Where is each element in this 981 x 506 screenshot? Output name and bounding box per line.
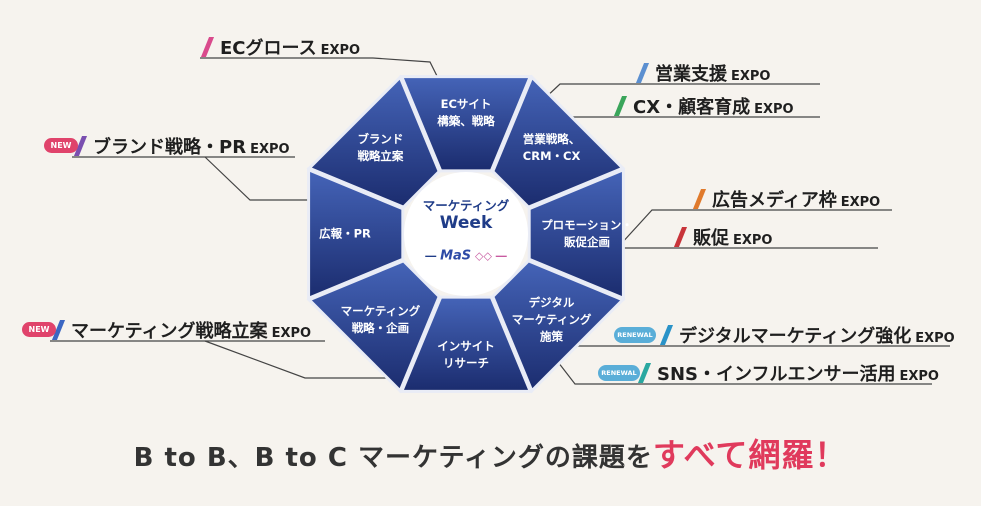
segment-label-ec-site: ECサイト 構築、戦略 xyxy=(437,97,495,128)
logo-text: MaS xyxy=(440,248,472,264)
segment-label-sales-crm: 営業戦略、 CRM・CX xyxy=(522,132,581,164)
segment-label-digital-marketing: デジタル マーケティング 施策 xyxy=(511,295,592,344)
expo-connector xyxy=(557,361,636,385)
segment-label-promotion: プロモーション・ 販促企画 xyxy=(541,218,633,249)
segment-pr xyxy=(307,167,405,301)
new-badge: NEW xyxy=(22,322,56,337)
expo-connector xyxy=(204,340,405,379)
center-circle xyxy=(404,172,528,296)
expo-suffix: EXPO xyxy=(250,142,290,157)
expo-suffix: EXPO xyxy=(271,326,312,341)
expo-label: 販促 EXPO xyxy=(673,224,773,250)
expo-suffix: EXPO xyxy=(754,102,794,117)
segment-ec-site xyxy=(399,75,533,173)
expo-name: デジタルマーケティング強化 xyxy=(679,326,912,347)
expo-name: ECグロース xyxy=(220,38,317,59)
expo-name: CX・顧客育成 xyxy=(633,97,751,118)
segment-marketing-strategy xyxy=(306,259,441,394)
segment-sales-crm xyxy=(491,74,626,209)
expo-name: ブランド戦略・PR xyxy=(93,137,247,158)
segment-label-marketing-strategy: マーケティング 戦略・企画 xyxy=(340,303,421,335)
center-title: マーケティング Week xyxy=(423,195,510,233)
expo-name: SNS・インフルエンサー活用 xyxy=(657,364,896,385)
octagon-wheel xyxy=(306,74,626,394)
renewal-badge: RENEWAL xyxy=(614,327,656,343)
mas-logo: ― MaS ◇◇ ― xyxy=(425,249,507,264)
expo-name: 営業支援 xyxy=(655,64,727,85)
segment-insight-research xyxy=(399,295,533,393)
footer-main-text: B to B、B to C マーケティングの課題を xyxy=(133,443,653,473)
expo-suffix: EXPO xyxy=(731,69,771,84)
logo-prefix: ― xyxy=(425,249,437,263)
footer-emphasis-text: すべて網羅！ xyxy=(652,436,848,474)
expo-name: 販促 xyxy=(693,228,729,249)
expo-name: 広告メディア枠 xyxy=(712,190,837,211)
segment-label-brand-strategy: ブランド 戦略立案 xyxy=(357,132,404,164)
footer-tagline: B to B、B to C マーケティングの課題をすべて網羅！ xyxy=(0,430,981,476)
renewal-badge: RENEWAL xyxy=(598,365,640,381)
segment-label-insight-research: インサイト リサーチ xyxy=(437,339,495,370)
expo-name: マーケティング戦略立案 xyxy=(71,321,268,342)
expo-connector xyxy=(619,209,692,246)
new-badge: NEW xyxy=(44,138,78,153)
segment-digital-marketing xyxy=(491,259,626,394)
logo-suffix: ◇◇ ― xyxy=(475,249,507,263)
segment-brand-strategy xyxy=(306,74,441,209)
center-title-line1: マーケティング xyxy=(422,198,510,213)
segment-promotion xyxy=(527,167,625,301)
expo-suffix: EXPO xyxy=(320,43,361,58)
center-title-line2: Week xyxy=(439,213,493,233)
expo-label: 営業支援 EXPO xyxy=(635,60,771,86)
expo-suffix: EXPO xyxy=(899,369,939,384)
expo-suffix: EXPO xyxy=(733,233,773,248)
segment-label-pr: 広報・PR xyxy=(319,226,371,241)
expo-suffix: EXPO xyxy=(840,195,881,210)
expo-suffix: EXPO xyxy=(915,331,955,346)
